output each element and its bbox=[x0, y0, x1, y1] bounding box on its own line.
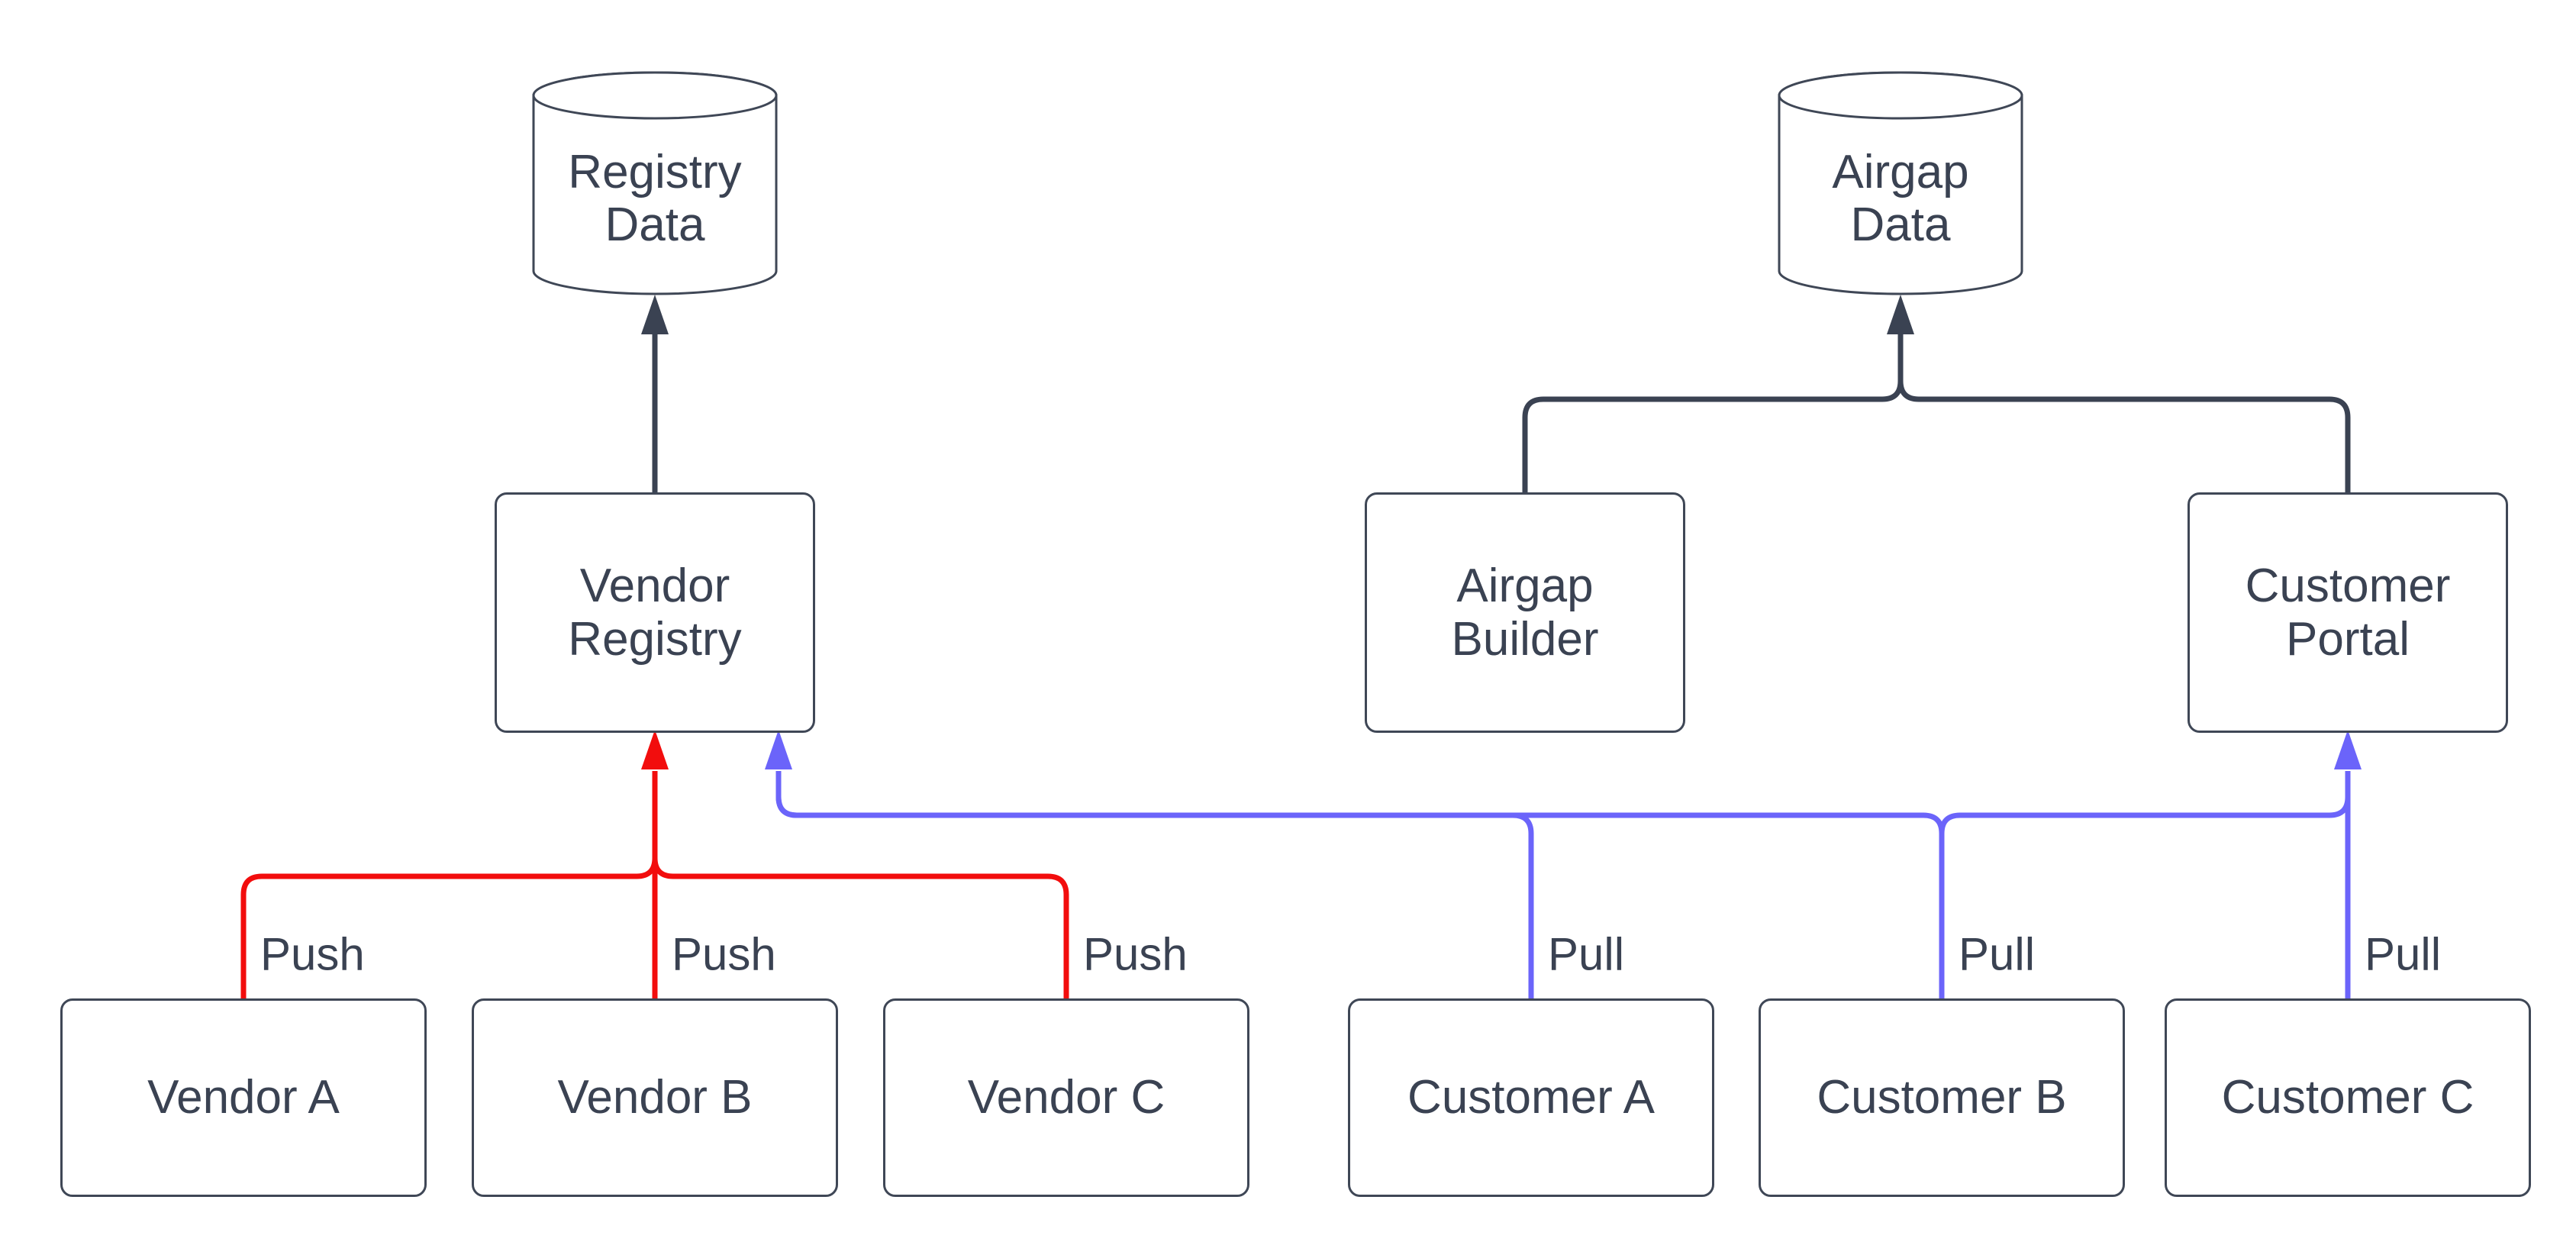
edge-vendor-registry-to-registry-data bbox=[641, 295, 669, 495]
node-vendor-b: Vendor B bbox=[472, 998, 838, 1197]
node-customer-a: Customer A bbox=[1348, 998, 1714, 1197]
node-airgap-data: Airgap Data bbox=[1779, 99, 2022, 298]
node-label: Customer Portal bbox=[2245, 560, 2451, 666]
node-customer-c: Customer C bbox=[2165, 998, 2531, 1197]
node-label: Vendor Registry bbox=[568, 560, 742, 666]
node-customer-portal: Customer Portal bbox=[2188, 492, 2508, 733]
node-registry-data: Registry Data bbox=[534, 99, 776, 298]
node-label: Airgap Builder bbox=[1451, 560, 1599, 666]
edge-customer-c-to-customer-portal bbox=[2334, 730, 2362, 998]
edge-airgap-builder-to-airgap-data bbox=[1522, 314, 1904, 495]
node-label: Vendor A bbox=[147, 1071, 340, 1124]
node-label: Customer A bbox=[1407, 1071, 1655, 1124]
edge-customer-b-to-vendor-registry bbox=[765, 730, 1945, 998]
edge-label-push-vendor-a: Push bbox=[260, 928, 365, 980]
node-vendor-a: Vendor A bbox=[60, 998, 427, 1197]
node-label: Customer C bbox=[2221, 1071, 2474, 1124]
node-label: Vendor B bbox=[557, 1071, 753, 1124]
registry-data-cylinder bbox=[532, 71, 778, 295]
node-vendor-registry: Vendor Registry bbox=[495, 492, 815, 733]
edge-label-pull-customer-b: Pull bbox=[1959, 928, 2036, 980]
edge-customer-portal-to-airgap-data bbox=[1887, 295, 2351, 495]
edge-label-push-vendor-b: Push bbox=[672, 928, 776, 980]
node-label: Registry Data bbox=[568, 145, 742, 251]
airgap-data-cylinder bbox=[1778, 71, 2023, 295]
node-label: Vendor C bbox=[967, 1071, 1165, 1124]
node-label: Airgap Data bbox=[1832, 145, 1969, 251]
node-label: Customer B bbox=[1817, 1071, 2067, 1124]
node-vendor-c: Vendor C bbox=[883, 998, 1249, 1197]
edge-vendor-b-to-vendor-registry bbox=[641, 730, 669, 998]
edge-label-pull-customer-a: Pull bbox=[1548, 928, 1625, 980]
node-airgap-builder: Airgap Builder bbox=[1365, 492, 1685, 733]
node-customer-b: Customer B bbox=[1759, 998, 2125, 1197]
edge-label-pull-customer-c: Pull bbox=[2365, 928, 2442, 980]
edge-label-push-vendor-c: Push bbox=[1083, 928, 1188, 980]
